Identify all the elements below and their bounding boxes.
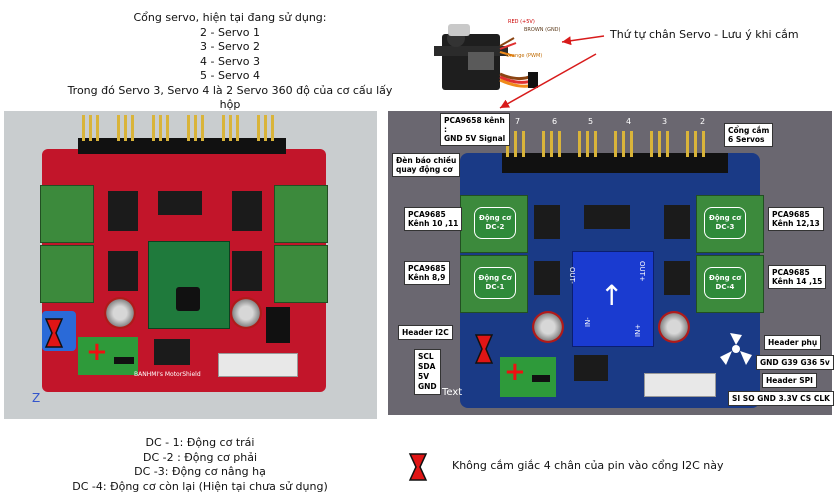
servo-header-pins <box>80 115 286 141</box>
servo-photo: RED (+5V) BROWN (GND) Orange (PWM) <box>428 16 561 104</box>
power-minus-icon <box>532 375 550 382</box>
label-pca-left-bottom: PCA9685 Kênh 8,9 <box>404 261 450 285</box>
driver-chip <box>664 261 690 295</box>
regulator-module <box>148 241 230 329</box>
channel-number: 4 <box>626 117 632 126</box>
aux-pin-list: GND G39 G36 5v <box>756 355 834 370</box>
label-i2c-header: Header I2C <box>398 325 453 340</box>
channel-number: 6 <box>552 117 558 126</box>
pca-chip <box>584 205 630 229</box>
power-minus-icon <box>114 357 134 364</box>
step-down-module <box>572 251 654 347</box>
capacitor <box>104 297 136 329</box>
label-servo-port: Cổng cắm 6 Servos <box>724 123 774 147</box>
motor-label-dc4: Động cơ DC-4 <box>704 267 746 299</box>
i2c-pin-list: SCL SDA 5V GND <box>414 349 441 395</box>
label-pca-right-top: PCA9685 Kênh 12,13 <box>768 207 824 231</box>
motor-dc2-text: Động cơ DC-2 <box>478 214 512 231</box>
caption-arrow <box>561 35 605 46</box>
power-terminal <box>78 337 138 375</box>
power-plus-icon: + <box>504 357 526 387</box>
servo-pin-order-caption: Thứ tự chân Servo - Lưu ý khi cắm <box>610 28 799 41</box>
servo-note-line: 3 - Servo 2 <box>200 40 260 53</box>
regulator-chip <box>154 339 190 365</box>
driver-chip <box>534 261 560 295</box>
label-aux-header: Header phụ <box>764 335 822 350</box>
capacitor <box>658 311 690 343</box>
motor-dc3-text: Động cơ DC-3 <box>708 214 742 231</box>
legend-warning-icon <box>408 452 428 486</box>
dc-note-line: DC - 1: Động cơ trái <box>145 436 255 449</box>
warning-mark-icon <box>44 317 64 353</box>
label-direction-led: Đèn báo chiều quay động cơ <box>392 153 461 177</box>
wire-orange-label: Orange (PWM) <box>506 53 543 59</box>
wire-brown-label: BROWN (GND) <box>524 27 561 33</box>
servo-motor-icon <box>434 24 538 90</box>
driver-chip <box>108 191 138 231</box>
servo-header-block <box>502 153 728 173</box>
servo-note-line: 5 - Servo 4 <box>200 69 260 82</box>
motor-label-dc3: Động cơ DC-3 <box>704 207 746 239</box>
motor-terminal-left-top <box>40 185 94 243</box>
channel-number: 7 <box>515 117 521 126</box>
inductor <box>176 287 200 311</box>
motor-dc1-text: Động Cơ DC-1 <box>478 274 512 291</box>
motor-terminal-left-bottom <box>40 245 94 303</box>
pca-chip <box>158 191 202 215</box>
axis-z-label: Z <box>32 391 41 405</box>
servo-port-notes: Cổng servo, hiện tại đang sử dụng: 2 - S… <box>60 11 400 113</box>
label-spi-header: Header SPI <box>762 373 817 388</box>
pin-order-arrow <box>499 53 597 109</box>
channel-number: 3 <box>662 117 668 126</box>
channel-number: 5 <box>588 117 594 126</box>
board-logo-icon <box>716 329 756 373</box>
i2c-warning-mark-icon <box>474 333 494 369</box>
channel-number: 2 <box>700 117 706 126</box>
driver-chip <box>232 251 262 291</box>
wire-red-label: RED (+5V) <box>508 19 535 25</box>
motor-dc4-text: Động cơ DC-4 <box>708 274 742 291</box>
blue-board-photo: 7 6 5 4 3 2 Động cơ DC-2 Động Cơ DC-1 Độ… <box>388 111 834 415</box>
driver-chip <box>664 205 690 239</box>
dc-note-line: DC -4: Động cơ còn lại (Hiện tại chưa sử… <box>72 479 328 493</box>
dc-note-line: DC -3: Động cơ nâng hạ <box>134 465 266 478</box>
regulator-chip <box>574 355 608 381</box>
servo-note-line: 4 - Servo 3 <box>200 54 260 68</box>
servo-note-line: 2 - Servo 1 <box>200 25 260 39</box>
servo-notes-footer: Trong đó Servo 3, Servo 4 là 2 Servo 360… <box>67 83 393 112</box>
driver-chip <box>108 251 138 291</box>
label-channel-header: PCA9658 kênh : GND 5V Signal <box>440 113 510 146</box>
spi-pin-list: SI SO GND 3.3V CS CLK <box>728 391 834 406</box>
servo-notes-title: Cổng servo, hiện tại đang sử dụng: <box>133 11 327 24</box>
label-pca-right-bottom: PCA9685 Kênh 14 ,15 <box>768 265 827 289</box>
board-silkscreen-text: BANHMI's MotorShield <box>134 371 201 378</box>
up-arrow-icon: ↑ <box>600 279 624 312</box>
servo-header-block <box>78 138 286 154</box>
capacitor <box>230 297 262 329</box>
servo-header-pins <box>504 131 726 157</box>
driver-chip <box>534 205 560 239</box>
text-tag: Text <box>442 387 463 398</box>
small-header <box>266 307 290 343</box>
red-board-render: + BANHMI's MotorShield Z <box>4 111 377 419</box>
motor-terminal-right-bottom <box>274 245 328 303</box>
dc-note-line: DC -2 : Động cơ phải <box>142 450 258 464</box>
motor-label-dc1: Động Cơ DC-1 <box>474 267 516 299</box>
power-plus-icon: + <box>86 337 108 367</box>
jst-connector <box>218 353 298 377</box>
capacitor <box>532 311 564 343</box>
jst-connector <box>644 373 716 397</box>
dc-motor-notes: DC - 1: Động cơ trái DC -2 : Động cơ phả… <box>20 436 380 494</box>
motor-label-dc2: Động cơ DC-2 <box>474 207 516 239</box>
driver-chip <box>232 191 262 231</box>
motor-terminal-right-top <box>274 185 328 243</box>
label-pca-left-top: PCA9685 Kênh 10 ,11 <box>404 207 463 231</box>
legend-warning-text: Không cắm giắc 4 chân của pin vào cổng I… <box>452 459 724 472</box>
